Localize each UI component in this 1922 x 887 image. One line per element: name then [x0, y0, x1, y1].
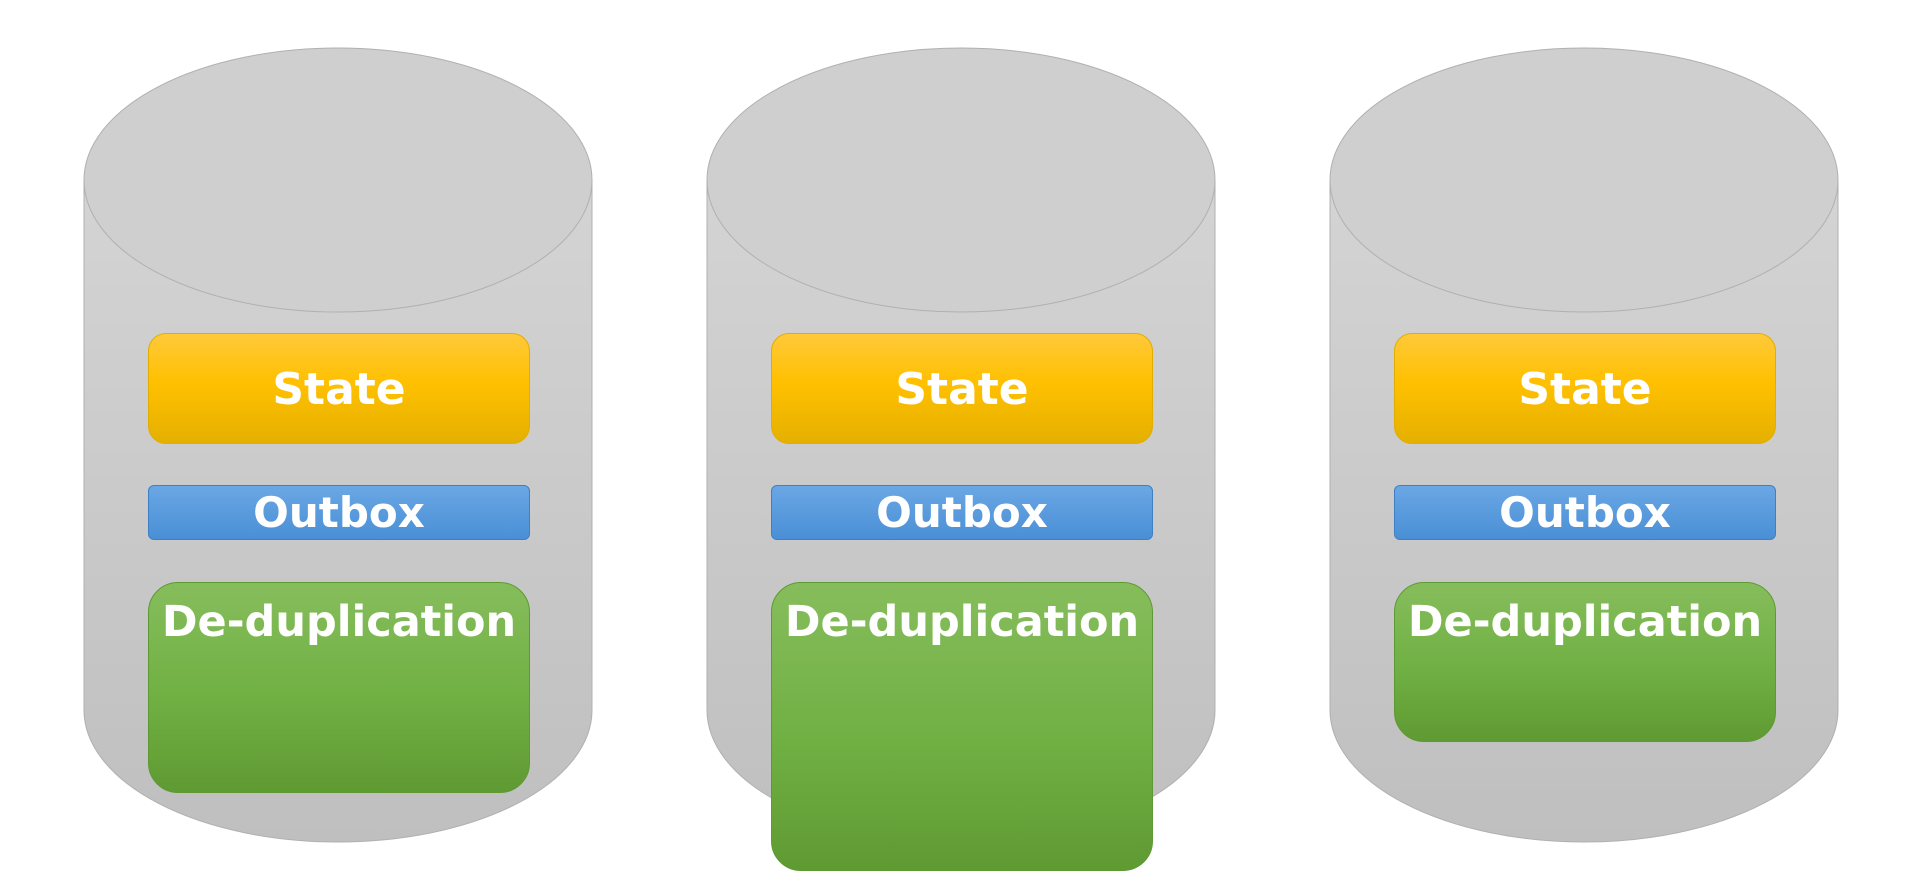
- deduplication-label: De-duplication: [784, 597, 1140, 647]
- database-cylinder-2: State Outbox De-duplication: [623, 0, 1243, 887]
- deduplication-box: De-duplication: [771, 582, 1153, 871]
- state-label: State: [1518, 364, 1652, 415]
- deduplication-box: De-duplication: [1394, 582, 1776, 742]
- outbox-label: Outbox: [253, 488, 425, 537]
- outbox-box: Outbox: [148, 485, 530, 540]
- outbox-label: Outbox: [876, 488, 1048, 537]
- state-box: State: [771, 333, 1153, 444]
- cylinder-top: [706, 47, 1216, 313]
- cylinder-top: [1329, 47, 1839, 313]
- state-box: State: [1394, 333, 1776, 444]
- outbox-label: Outbox: [1499, 488, 1671, 537]
- deduplication-label: De-duplication: [1407, 597, 1763, 647]
- state-label: State: [895, 364, 1029, 415]
- outbox-box: Outbox: [771, 485, 1153, 540]
- state-label: State: [272, 364, 406, 415]
- state-box: State: [148, 333, 530, 444]
- database-cylinder-1: State Outbox De-duplication: [0, 0, 620, 887]
- outbox-box: Outbox: [1394, 485, 1776, 540]
- database-cylinder-3: State Outbox De-duplication: [1246, 0, 1866, 887]
- deduplication-label: De-duplication: [161, 597, 517, 647]
- cylinder-top: [83, 47, 593, 313]
- deduplication-box: De-duplication: [148, 582, 530, 793]
